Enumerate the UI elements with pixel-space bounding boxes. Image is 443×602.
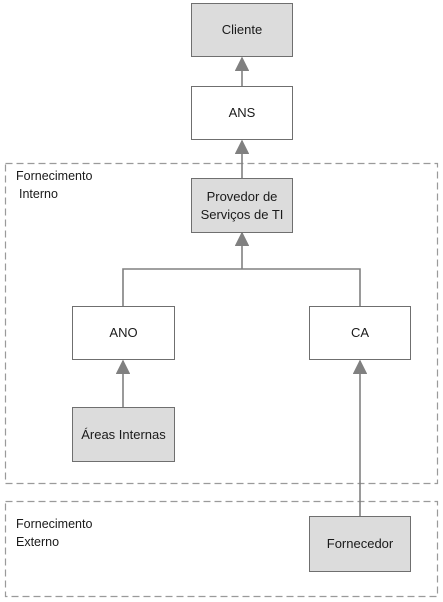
region-fornecimento-interno [4, 162, 439, 485]
region-label-interno-line1: Fornecimento [16, 169, 93, 183]
node-ca-label: CA [350, 325, 370, 340]
node-ans-label: ANS [228, 105, 256, 120]
node-provedor-line2: Serviços de TI [200, 206, 284, 222]
region-label-externo: Fornecimento Externo [16, 515, 92, 551]
connector-ca-branch [242, 268, 361, 306]
node-ano-label: ANO [109, 325, 138, 340]
node-fornecedor-label: Fornecedor [326, 536, 394, 551]
region-label-interno: Fornecimento Interno [16, 167, 92, 203]
node-areas-internas-label: Áreas Internas [81, 426, 166, 442]
node-provedor: Provedor de Serviços de TI [191, 178, 293, 233]
node-fornecedor: Fornecedor [309, 516, 411, 572]
node-ano: ANO [72, 306, 175, 360]
region-label-interno-line2: Interno [19, 187, 58, 201]
node-areas-internas: Áreas Internas [72, 407, 175, 462]
region-fornecimento-externo [4, 500, 439, 598]
region-label-externo-line1: Fornecimento [16, 517, 93, 531]
node-ca: CA [309, 306, 411, 360]
node-provedor-line1: Provedor de [206, 188, 278, 204]
node-cliente-label: Cliente [221, 22, 263, 37]
node-cliente: Cliente [191, 3, 293, 57]
region-label-externo-line2: Externo [16, 535, 60, 549]
node-ans: ANS [191, 86, 293, 140]
connector-ano-branch [122, 268, 242, 306]
